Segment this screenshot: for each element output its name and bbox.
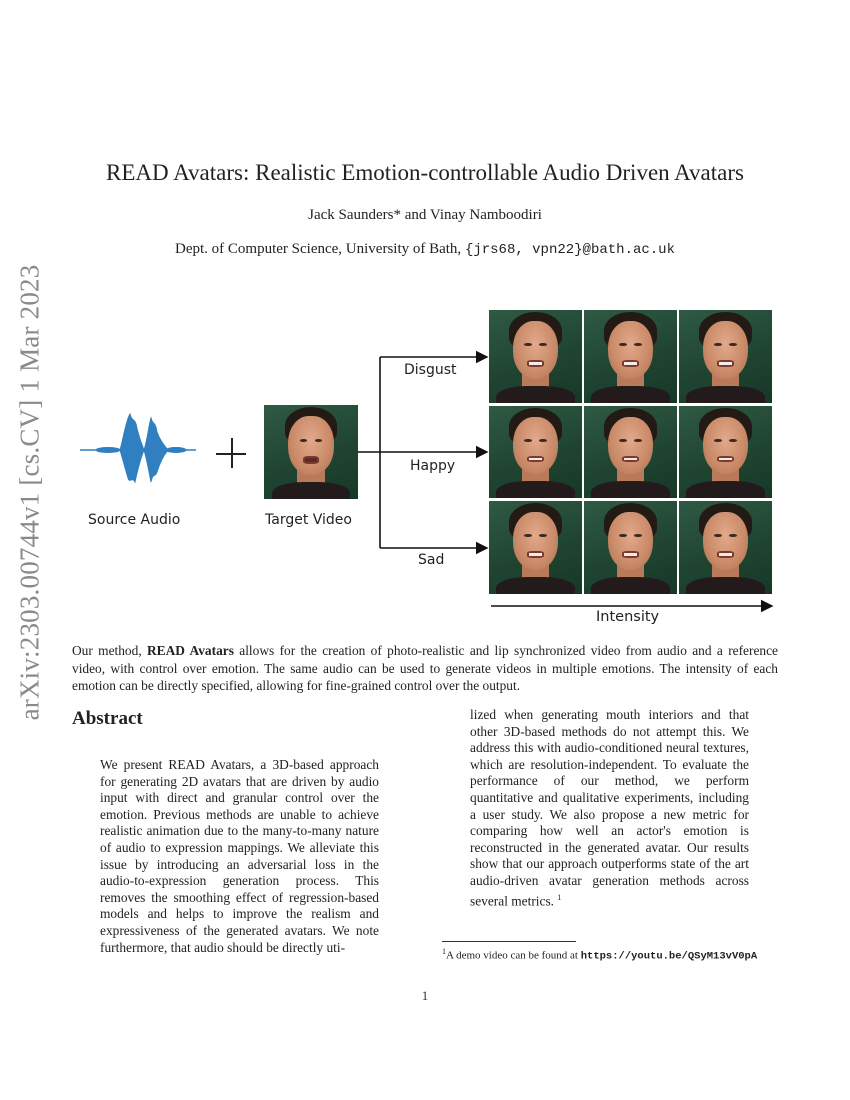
output-frame-happy-high (679, 406, 772, 498)
emotion-label-happy: Happy (410, 458, 456, 474)
output-frame-disgust-high (679, 310, 772, 403)
emotion-label-sad: Sad (418, 552, 445, 568)
intensity-axis-label: Intensity (596, 609, 660, 625)
abstract-text-right: lized when generating mouth interiors an… (470, 707, 749, 908)
audio-waveform-icon (80, 412, 196, 484)
author-emails: {jrs68, vpn22}@bath.ac.uk (464, 242, 675, 258)
caption-method-name: READ Avatars (147, 643, 234, 658)
demo-video-link[interactable]: https://youtu.be/QSyM13vV0pA (580, 950, 758, 963)
target-video-label: Target Video (265, 512, 352, 528)
source-audio-label: Source Audio (88, 512, 181, 528)
output-frame-happy-mid (584, 406, 677, 498)
page-number: 1 (421, 988, 429, 1003)
abstract-text-left: We present READ Avatars, a 3D-based appr… (100, 757, 379, 955)
emotion-label-disgust: Disgust (404, 362, 457, 378)
output-frame-disgust-low (489, 310, 582, 403)
footnote-reference[interactable]: 1 (557, 892, 562, 902)
output-frame-sad-mid (584, 501, 677, 594)
figure-caption: Our method, READ Avatars allows for the … (72, 643, 778, 693)
paper-title: READ Avatars: Realistic Emotion-controll… (106, 160, 744, 185)
author-list: Jack Saunders* and Vinay Namboodiri (308, 207, 542, 223)
output-frame-happy-low (489, 406, 582, 498)
teaser-figure: Source Audio Target Video Disgust Happy … (80, 310, 774, 625)
affiliation-text: Dept. of Computer Science, University of… (175, 241, 465, 257)
output-frame-sad-low (489, 501, 582, 594)
footnote-divider (442, 941, 576, 942)
output-frame-sad-high (679, 501, 772, 594)
affiliation: Dept. of Computer Science, University of… (0, 241, 850, 258)
footnote: 1A demo video can be found at https://yo… (442, 947, 758, 963)
target-video-frame (264, 405, 358, 499)
abstract-column-right: lized when generating mouth interiors an… (470, 707, 749, 910)
plus-icon (216, 438, 248, 470)
flow-arrows-diagram (358, 350, 774, 613)
abstract-column-left: We present READ Avatars, a 3D-based appr… (100, 757, 379, 956)
output-frame-disgust-mid (584, 310, 677, 403)
abstract-heading: Abstract (72, 708, 143, 729)
